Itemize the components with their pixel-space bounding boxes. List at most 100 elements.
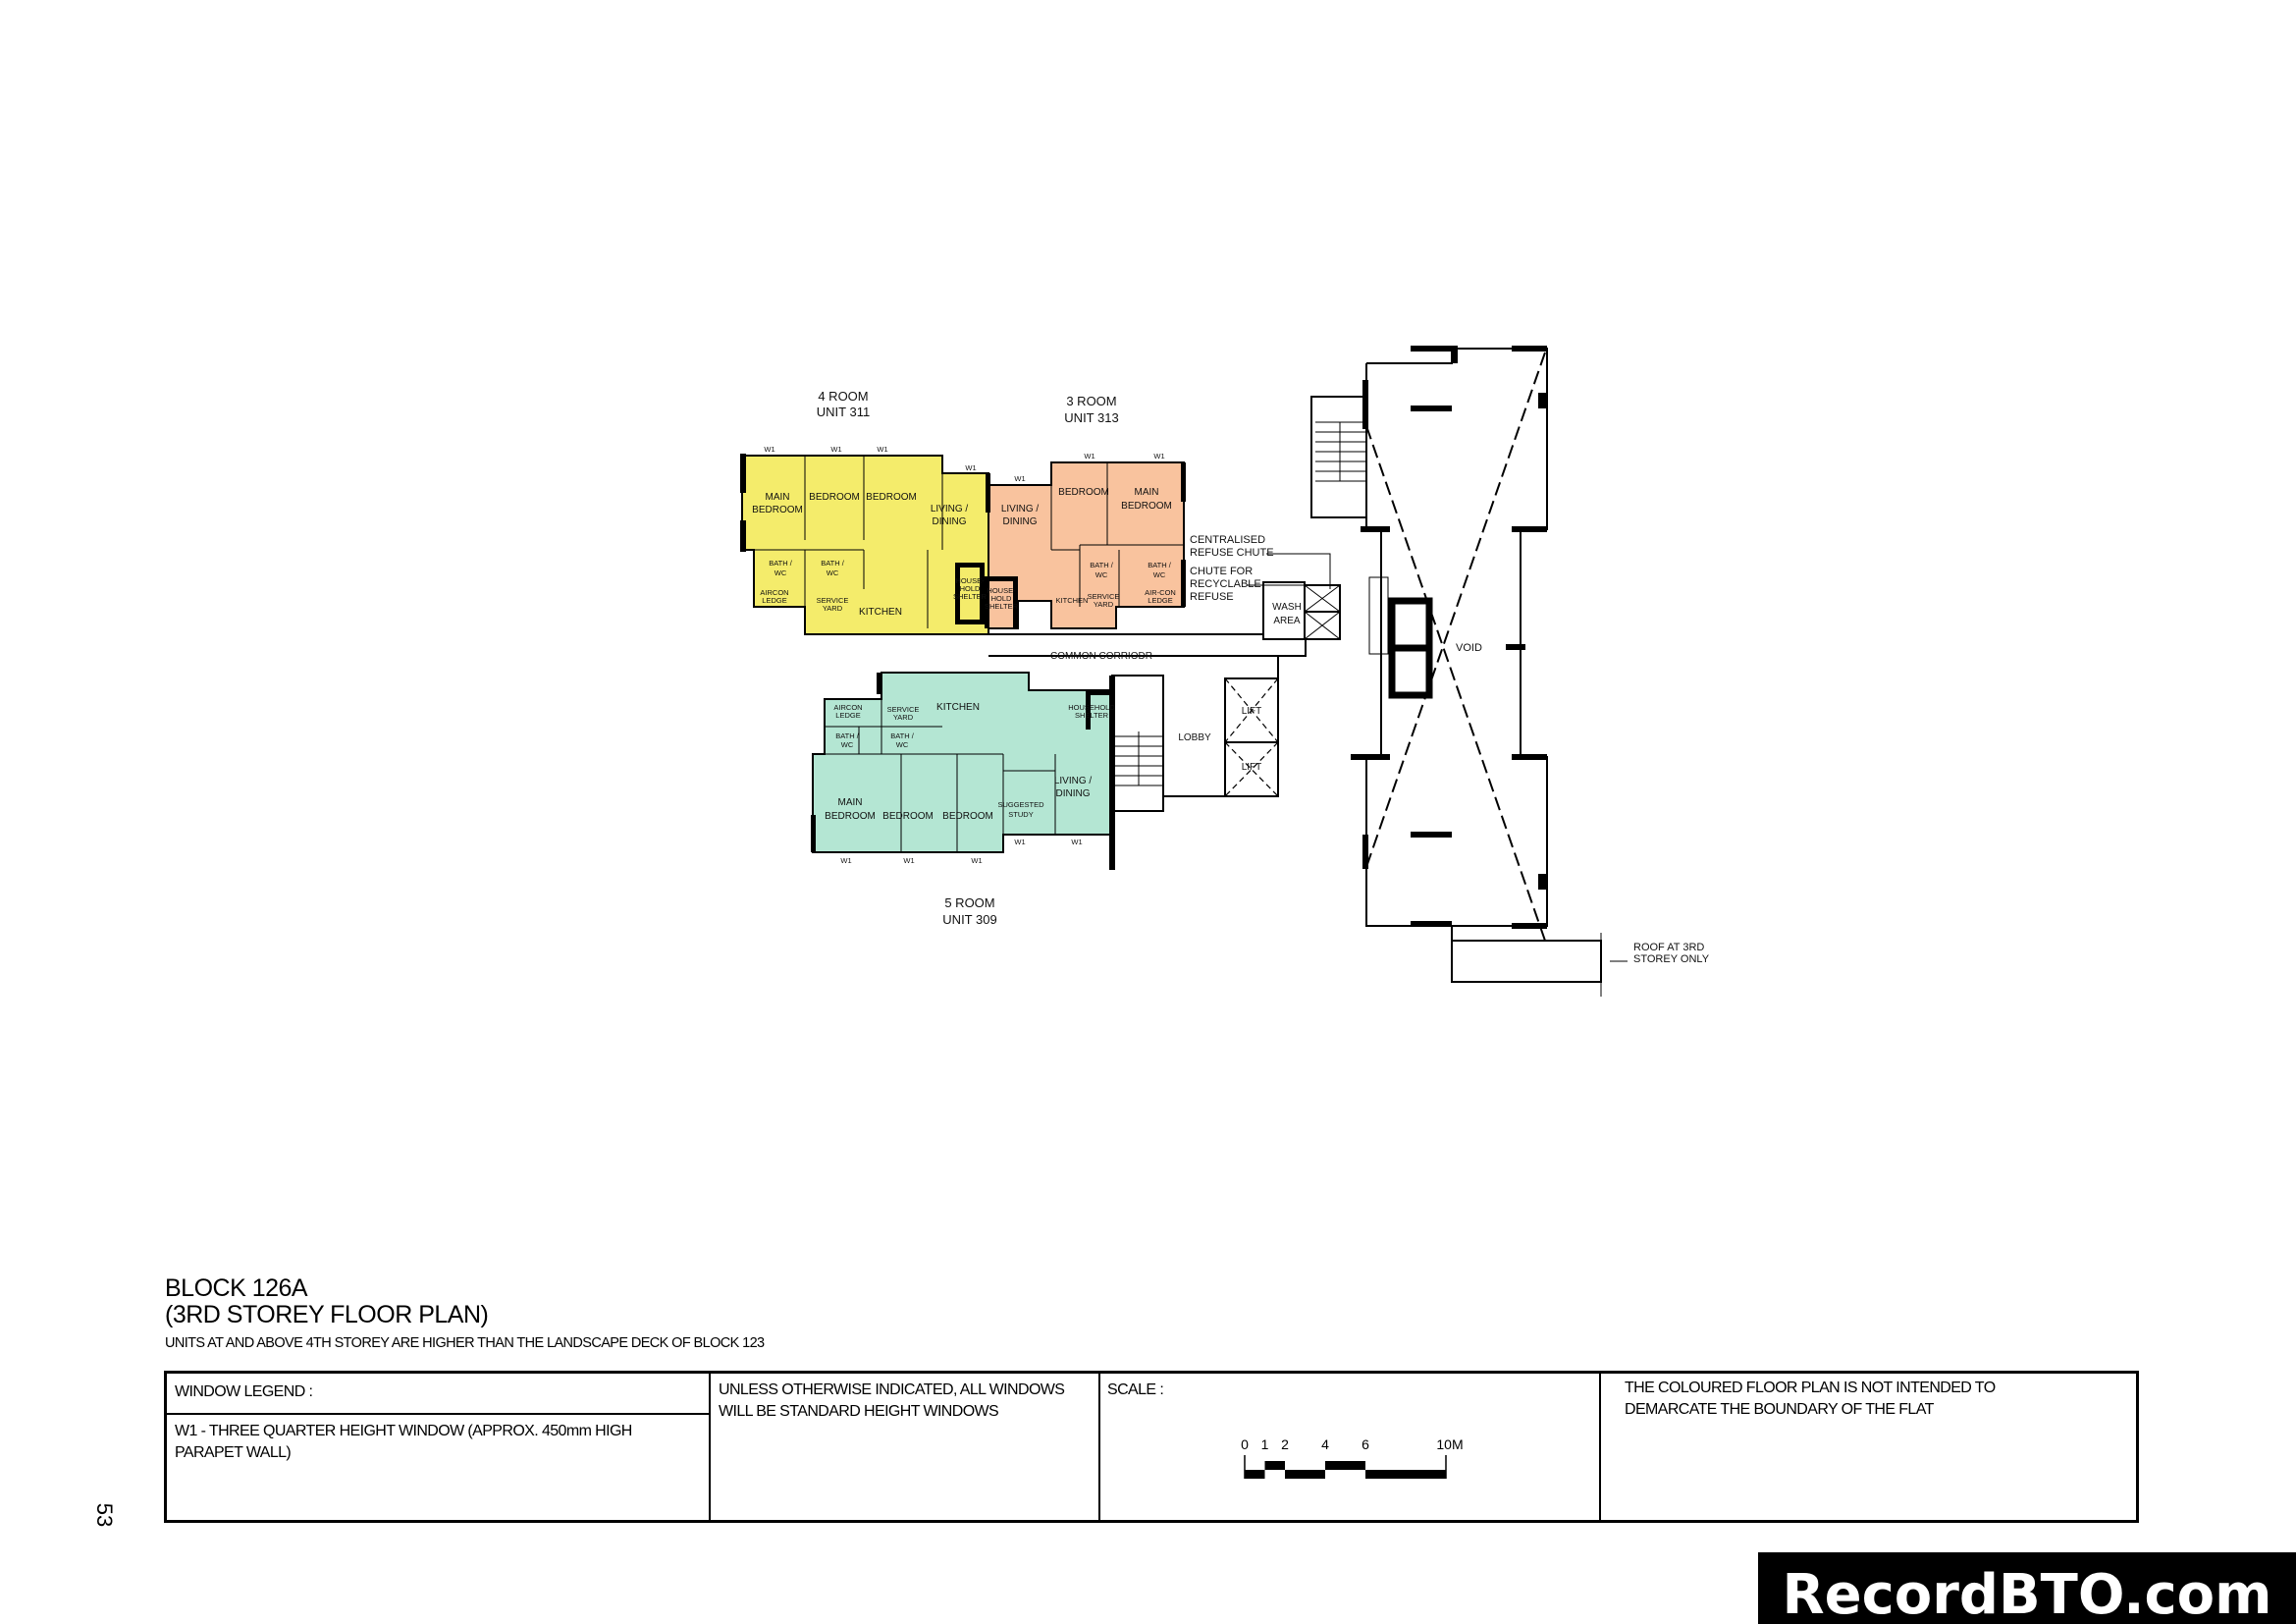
room-label: BEDROOM — [1121, 501, 1172, 512]
scale-tick-label: 10M — [1436, 1436, 1463, 1452]
room-label: BEDROOM — [809, 492, 860, 503]
room-label: SERVICE — [1088, 592, 1120, 601]
w1-line: W1 - THREE QUARTER HEIGHT WINDOW (APPROX… — [175, 1423, 632, 1439]
room-label: HOUSEHOLD — [1068, 703, 1115, 712]
room-label: BATH / — [1090, 561, 1114, 569]
room-label: BATH / — [890, 731, 915, 740]
divider — [1599, 1374, 1601, 1520]
room-label: SHELTER — [1075, 711, 1109, 720]
window-label: W1 — [1153, 452, 1164, 460]
window-label: W1 — [971, 856, 982, 865]
room-label: BEDROOM — [1058, 487, 1109, 498]
window-label: W1 — [764, 445, 774, 454]
window-label: W1 — [903, 856, 914, 865]
room-label: KITCHEN — [859, 607, 902, 618]
window-label: W1 — [965, 463, 976, 472]
scale-segment — [1365, 1470, 1446, 1479]
note-line: THE COLOURED FLOOR PLAN IS NOT INTENDED … — [1625, 1380, 1996, 1396]
void-block — [1310, 346, 1628, 997]
note-line: DEMARCATE THE BOUNDARY OF THE FLAT — [1625, 1401, 1934, 1418]
unit-number: UNIT 309 — [942, 912, 996, 927]
room-label: MAIN — [1135, 487, 1159, 498]
room-label: LIVING / — [1054, 776, 1093, 786]
plan-title: (3RD STOREY FLOOR PLAN) — [165, 1301, 489, 1328]
void-label: VOID — [1456, 642, 1482, 654]
room-label: BEDROOM — [825, 811, 876, 822]
unit-type: 5 ROOM — [944, 895, 994, 910]
refuse-chute-label: REFUSE CHUTE — [1190, 547, 1274, 559]
disclaimer-note: THE COLOURED FLOOR PLAN IS NOT INTENDED … — [1625, 1378, 1996, 1520]
scale-tick-label: 6 — [1362, 1436, 1369, 1452]
room-label: DINING — [1056, 788, 1091, 799]
scale-segment — [1325, 1461, 1365, 1470]
room-label: HOLD — [960, 584, 981, 593]
room-label: MAIN — [766, 492, 790, 503]
room-label: BEDROOM — [752, 505, 803, 515]
room-label: YARD — [823, 604, 843, 613]
note-line: UNLESS OTHERWISE INDICATED, ALL WINDOWS — [719, 1381, 1065, 1398]
room-label: LIVING / — [1001, 504, 1040, 514]
refuse-chute-label: CENTRALISED — [1190, 534, 1265, 546]
window-label: W1 — [1014, 838, 1025, 846]
standard-window-note: UNLESS OTHERWISE INDICATED, ALL WINDOWS … — [719, 1380, 1065, 1520]
room-label: LEDGE — [835, 711, 860, 720]
lobby-label: LOBBY — [1178, 732, 1211, 743]
roof-note: STOREY ONLY — [1633, 953, 1710, 965]
window-legend-label: WINDOW LEGEND : — [175, 1383, 313, 1400]
recyclable-chute-label: RECYCLABLE — [1190, 578, 1261, 590]
unit-311-area — [741, 455, 989, 635]
roof-note: ROOF AT 3RD — [1633, 942, 1704, 953]
unit-type: 4 ROOM — [818, 389, 868, 404]
lift-label: LIFT — [1242, 762, 1262, 773]
scale-segment — [1285, 1470, 1325, 1479]
unit-number: UNIT 311 — [817, 405, 870, 419]
room-label: BATH / — [1148, 561, 1172, 569]
watermark-logo: RecordBTO.com — [1758, 1552, 2296, 1624]
unit-number: UNIT 313 — [1064, 410, 1118, 425]
plan-subtitle: UNITS AT AND ABOVE 4TH STOREY ARE HIGHER… — [165, 1335, 765, 1351]
room-label: LEDGE — [762, 596, 786, 605]
room-label: BATH / — [835, 731, 860, 740]
scale-segment — [1245, 1470, 1265, 1479]
room-label: AIR-CON — [1145, 588, 1176, 597]
room-label: BEDROOM — [866, 492, 917, 503]
room-label: HOUSE- — [987, 586, 1016, 595]
page-number: 53 — [92, 1502, 118, 1528]
wash-area-label: AREA — [1273, 616, 1301, 626]
room-label: WC — [1095, 570, 1108, 579]
room-label: YARD — [893, 713, 914, 722]
room-label: DINING — [933, 516, 967, 527]
w1-line: PARAPET WALL) — [175, 1444, 292, 1461]
window-label: W1 — [840, 856, 851, 865]
block-title: BLOCK 126A — [165, 1274, 308, 1302]
room-label: BEDROOM — [882, 811, 934, 822]
scale-tick-label: 4 — [1321, 1436, 1329, 1452]
room-label: LEDGE — [1148, 596, 1172, 605]
unit-309-labels: KITCHEN HOUSEHOLD SHELTER AIRCON LEDGE S… — [825, 702, 1115, 927]
lift-label: LIFT — [1242, 706, 1262, 717]
window-label: W1 — [1071, 838, 1082, 846]
unit-309-area — [812, 672, 1113, 853]
room-label: KITCHEN — [936, 702, 980, 713]
room-label: HOLD — [991, 594, 1012, 603]
window-label: W1 — [877, 445, 887, 454]
room-label: LIVING / — [931, 504, 969, 514]
scale-tick-label: 0 — [1241, 1436, 1249, 1452]
room-label: DINING — [1003, 516, 1038, 527]
room-label: WC — [841, 740, 854, 749]
room-label: WC — [774, 568, 787, 577]
room-label: BATH / — [769, 559, 793, 568]
room-label: SERVICE — [887, 705, 920, 714]
scale-tick-label: 1 — [1261, 1436, 1269, 1452]
room-label: AIRCON — [760, 588, 788, 597]
room-label: WC — [1153, 570, 1166, 579]
note-line: WILL BE STANDARD HEIGHT WINDOWS — [719, 1403, 999, 1420]
divider — [709, 1374, 711, 1520]
internal-walls — [754, 456, 1184, 852]
window-label: W1 — [1084, 452, 1095, 460]
room-label: SERVICE — [817, 596, 849, 605]
room-label: BEDROOM — [942, 811, 993, 822]
room-label: BATH / — [821, 559, 845, 568]
